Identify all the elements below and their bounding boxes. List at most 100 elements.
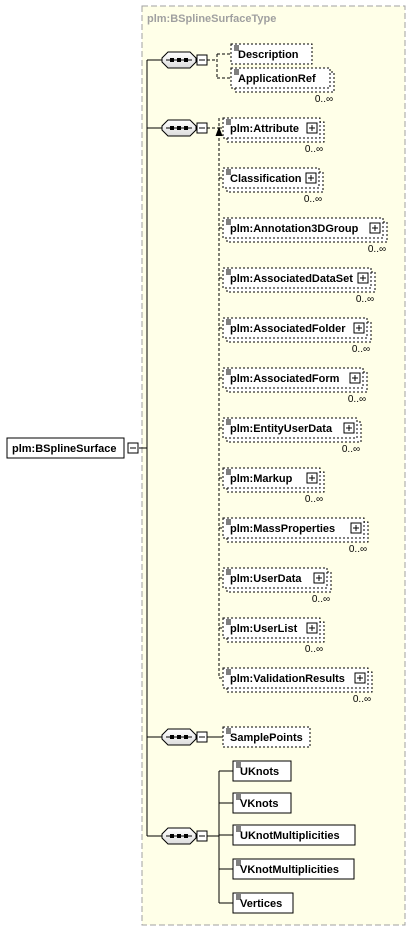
- element-uknots-label: UKnots: [240, 766, 279, 778]
- element-plm-associatedform-label: plm:AssociatedForm: [230, 373, 340, 385]
- element-vertices-label: Vertices: [240, 898, 282, 910]
- element-plm-entityuserdata-text-icon: [226, 419, 231, 425]
- element-plm-validationresults-occurs: 0..∞: [353, 694, 371, 705]
- element-plm-attribute-label: plm:Attribute: [230, 123, 299, 135]
- element-classification-expand-icon[interactable]: [305, 172, 317, 184]
- element-classification-occurs: 0..∞: [304, 194, 322, 205]
- element-plm-massproperties-text-icon: [226, 519, 231, 525]
- element-plm-userlist[interactable]: plm:UserList 0..∞: [222, 617, 325, 655]
- sequence-group-3[interactable]: [161, 728, 208, 746]
- element-plm-massproperties-expand-icon[interactable]: [350, 522, 362, 534]
- element-samplepoints-label: SamplePoints: [230, 732, 303, 744]
- element-plm-associatedfolder-expand-icon[interactable]: [353, 322, 365, 334]
- element-plm-attribute-expand-icon[interactable]: [306, 122, 318, 134]
- element-applicationref-text-icon: [234, 69, 239, 75]
- element-plm-annotation3dgroup-occurs: 0..∞: [368, 244, 386, 255]
- element-plm-userlist-text-icon: [226, 619, 231, 625]
- element-plm-entityuserdata[interactable]: plm:EntityUserData 0..∞: [222, 417, 362, 455]
- type-container: [141, 5, 406, 926]
- element-plm-massproperties[interactable]: plm:MassProperties 0..∞: [222, 517, 369, 555]
- element-vknots-label: VKnots: [240, 798, 279, 810]
- element-vertices-text-icon: [236, 894, 241, 900]
- element-plm-associatedform-text-icon: [226, 369, 231, 375]
- element-applicationref-occurs: 0..∞: [315, 94, 333, 105]
- element-vknots-text-icon: [236, 794, 241, 800]
- element-plm-validationresults-label: plm:ValidationResults: [230, 673, 345, 685]
- element-plm-massproperties-occurs: 0..∞: [349, 544, 367, 555]
- element-plm-markup[interactable]: plm:Markup 0..∞: [222, 467, 325, 505]
- element-uknots[interactable]: UKnots: [232, 760, 292, 782]
- element-vknots[interactable]: VKnots: [232, 792, 292, 814]
- element-plm-userlist-label: plm:UserList: [230, 623, 298, 635]
- element-plm-associatedform-occurs: 0..∞: [348, 394, 366, 405]
- element-plm-userdata-occurs: 0..∞: [312, 594, 330, 605]
- element-samplepoints[interactable]: SamplePoints: [222, 726, 311, 748]
- element-plm-validationresults-text-icon: [226, 669, 231, 675]
- element-plm-userdata-text-icon: [226, 569, 231, 575]
- element-applicationref-label: ApplicationRef: [238, 73, 316, 85]
- element-description-text-icon: [234, 45, 239, 51]
- element-plm-associatedform[interactable]: plm:AssociatedForm 0..∞: [222, 367, 368, 405]
- sequence-group-1[interactable]: [161, 51, 208, 69]
- element-plm-annotation3dgroup-expand-icon[interactable]: [369, 222, 381, 234]
- element-uknots-text-icon: [236, 762, 241, 768]
- element-plm-associateddataset-occurs: 0..∞: [356, 294, 374, 305]
- root-element[interactable]: plm:BSplineSurface: [6, 437, 139, 459]
- element-plm-annotation3dgroup-text-icon: [226, 219, 231, 225]
- element-plm-associatedfolder-occurs: 0..∞: [352, 344, 370, 355]
- element-description-label: Description: [238, 49, 299, 61]
- element-plm-markup-expand-icon[interactable]: [306, 472, 318, 484]
- element-plm-validationresults[interactable]: plm:ValidationResults 0..∞: [222, 667, 373, 705]
- element-samplepoints-text-icon: [226, 728, 231, 734]
- element-plm-entityuserdata-expand-icon[interactable]: [343, 422, 355, 434]
- element-plm-massproperties-label: plm:MassProperties: [230, 523, 335, 535]
- choice-group[interactable]: [161, 119, 208, 137]
- element-classification-label: Classification: [230, 173, 302, 185]
- element-plm-markup-text-icon: [226, 469, 231, 475]
- element-plm-annotation3dgroup[interactable]: plm:Annotation3DGroup 0..∞: [222, 217, 388, 255]
- element-uknotmultiplicities-label: UKnotMultiplicities: [240, 830, 340, 842]
- element-plm-attribute[interactable]: plm:Attribute 0..∞: [222, 117, 325, 155]
- element-plm-validationresults-expand-icon[interactable]: [354, 672, 366, 684]
- element-plm-attribute-text-icon: [226, 119, 231, 125]
- root-element-label: plm:BSplineSurface: [12, 443, 117, 455]
- element-uknotmultiplicities[interactable]: UKnotMultiplicities: [232, 824, 356, 846]
- element-plm-annotation3dgroup-label: plm:Annotation3DGroup: [230, 223, 359, 235]
- root-connector: [139, 59, 162, 837]
- element-plm-markup-occurs: 0..∞: [305, 494, 323, 505]
- element-applicationref[interactable]: ApplicationRef 0..∞: [230, 67, 335, 105]
- element-vertices[interactable]: Vertices: [232, 892, 294, 914]
- type-name: plm:BSplineSurfaceType: [147, 13, 276, 25]
- element-uknotmultiplicities-text-icon: [236, 826, 241, 832]
- element-vknotmultiplicities-text-icon: [236, 860, 241, 866]
- element-plm-entityuserdata-occurs: 0..∞: [342, 444, 360, 455]
- element-plm-attribute-occurs: 0..∞: [305, 144, 323, 155]
- element-plm-entityuserdata-label: plm:EntityUserData: [230, 423, 333, 435]
- element-plm-markup-label: plm:Markup: [230, 473, 293, 485]
- sequence-group-4-collapse-icon[interactable]: [196, 830, 208, 842]
- element-plm-associatedfolder-text-icon: [226, 319, 231, 325]
- element-plm-associateddataset-text-icon: [226, 269, 231, 275]
- element-plm-associateddataset-expand-icon[interactable]: [357, 272, 369, 284]
- sequence-group-1-collapse-icon[interactable]: [196, 54, 208, 66]
- element-plm-userdata-expand-icon[interactable]: [313, 572, 325, 584]
- element-plm-userlist-expand-icon[interactable]: [306, 622, 318, 634]
- choice-group-collapse-icon[interactable]: [196, 122, 208, 134]
- element-vknotmultiplicities[interactable]: VKnotMultiplicities: [232, 858, 355, 880]
- element-plm-userlist-occurs: 0..∞: [305, 644, 323, 655]
- element-plm-associatedform-expand-icon[interactable]: [349, 372, 361, 384]
- sequence-group-3-collapse-icon[interactable]: [196, 731, 208, 743]
- element-plm-userdata[interactable]: plm:UserData 0..∞: [222, 567, 332, 605]
- sequence-group-4[interactable]: [161, 827, 208, 845]
- element-vknotmultiplicities-label: VKnotMultiplicities: [240, 864, 339, 876]
- element-plm-associatedfolder-label: plm:AssociatedFolder: [230, 323, 346, 335]
- element-plm-associatedfolder[interactable]: plm:AssociatedFolder 0..∞: [222, 317, 372, 355]
- element-plm-userdata-label: plm:UserData: [230, 573, 302, 585]
- element-classification-text-icon: [226, 169, 231, 175]
- element-plm-associateddataset-label: plm:AssociatedDataSet: [230, 273, 353, 285]
- element-description[interactable]: Description: [230, 43, 313, 65]
- root-expand-icon[interactable]: [127, 442, 139, 454]
